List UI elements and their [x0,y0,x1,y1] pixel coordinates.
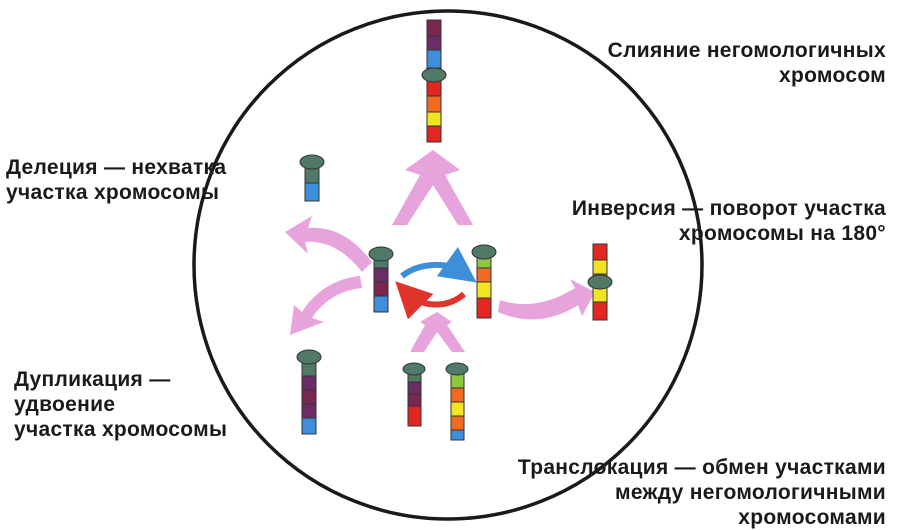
centromere [471,244,497,260]
segment [426,95,442,113]
centromere [587,274,613,290]
segment [426,125,442,143]
label-duplication: Дупликация — удвоение участка хромосомы [14,367,227,442]
chromosome-deletion [299,154,325,202]
segment [450,415,465,431]
segment [407,393,422,407]
centromere [402,362,426,376]
centromere [445,362,469,376]
pink-arrows [285,150,595,352]
swap-arrow-red [395,281,466,320]
segment [592,287,608,303]
segment [476,281,492,299]
segment [426,49,442,69]
label-line: Транслокация — обмен участками [517,456,886,479]
label-line: Делеция — нехватка [6,156,227,179]
chromosome-translocation-left [402,362,426,427]
label-fusion: Слияние негомологичных хромосом [608,38,886,88]
chromosome-inversion [587,243,613,321]
chromosome-duplication [296,349,322,435]
label-line: участка хромосомы [14,418,228,441]
segment [426,19,442,37]
chromosome-fusion [421,19,447,143]
label-line: участка хромосомы [6,181,220,204]
segment [304,182,320,202]
chromosome-original-right [471,244,497,319]
arrow-to-translocation [410,312,465,352]
segment [450,387,465,403]
arrow-to-deletion [285,216,372,272]
arrow-to-fusion [392,150,473,225]
segment [592,301,608,321]
segment [301,375,317,391]
label-line: Инверсия — поворот участка [571,197,886,220]
chromosome-translocation-right [445,362,469,441]
arrow-to-duplication [290,276,362,335]
segment [450,401,465,417]
label-inversion: Инверсия — поворот участка хромосомы на … [572,196,886,246]
arrow-to-inversion [498,279,595,320]
swap-arrow-blue [400,246,477,283]
segment [373,267,389,283]
centromere [368,246,394,262]
label-line: Слияние негомологичных [607,39,886,62]
segment [592,243,608,261]
segment [426,35,442,51]
segment [373,281,389,297]
segment [476,297,492,319]
segment [301,403,317,419]
segment [592,259,608,275]
segment [450,429,465,441]
segment [301,417,317,435]
cell-circle [192,9,704,521]
centromere [299,154,325,170]
segment [373,295,389,313]
label-deletion: Делеция — нехватка участка хромосомы [6,155,226,205]
segment [407,381,422,395]
label-line: хромосомами [738,506,886,529]
label-translocation: Транслокация — обмен участками между нег… [518,455,886,530]
segment [407,405,422,427]
label-line: хромосомы на 180° [678,222,886,245]
segment [476,267,492,283]
segment [301,389,317,405]
centromere [296,349,322,365]
label-line: между негомологичными [615,481,886,504]
label-line: Дупликация — [14,368,171,391]
segment [426,111,442,127]
label-line: удвоение [14,393,116,416]
label-line: хромосом [778,64,886,87]
centromere [421,67,447,83]
chromosome-original-left [368,246,394,313]
